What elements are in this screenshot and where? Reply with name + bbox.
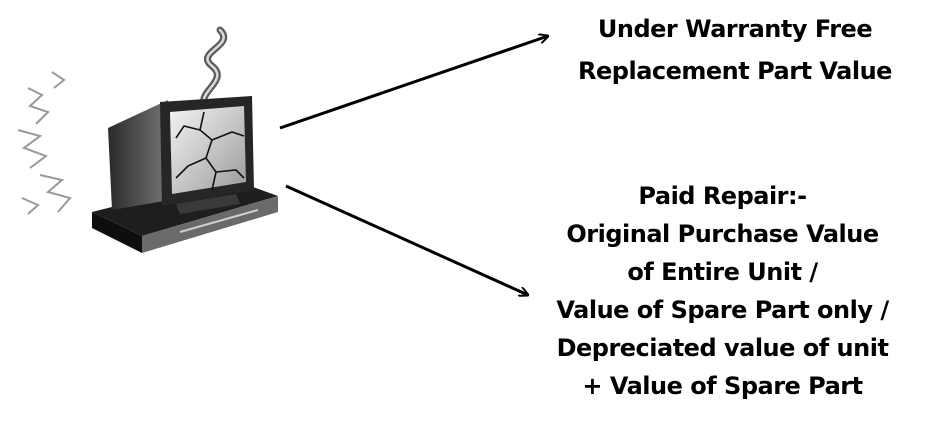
broken-computer-icon <box>17 26 278 253</box>
paid-repair-line: Original Purchase Value <box>566 220 879 248</box>
paid-repair-line: Value of Spare Part only / <box>556 296 889 324</box>
warranty-label-line: Replacement Part Value <box>578 57 892 85</box>
screen-cracks <box>175 111 245 191</box>
paid-repair-line: Depreciated value of unit <box>556 334 889 362</box>
paid-repair-line: of Entire Unit / <box>627 258 818 286</box>
warranty-label-line: Under Warranty Free <box>597 15 873 43</box>
spark-lines <box>17 71 72 215</box>
paid-repair-label: Paid Repair:- Original Purchase Value of… <box>515 177 930 405</box>
paid-repair-line: + Value of Spare Part <box>582 372 863 400</box>
paid-repair-heading: Paid Repair:- <box>638 182 807 210</box>
warranty-label: Under Warranty Free Replacement Part Val… <box>545 8 925 92</box>
arrow-to-warranty <box>279 36 548 130</box>
monitor-case <box>108 100 170 210</box>
arrow-to-paid-repair <box>285 184 528 295</box>
